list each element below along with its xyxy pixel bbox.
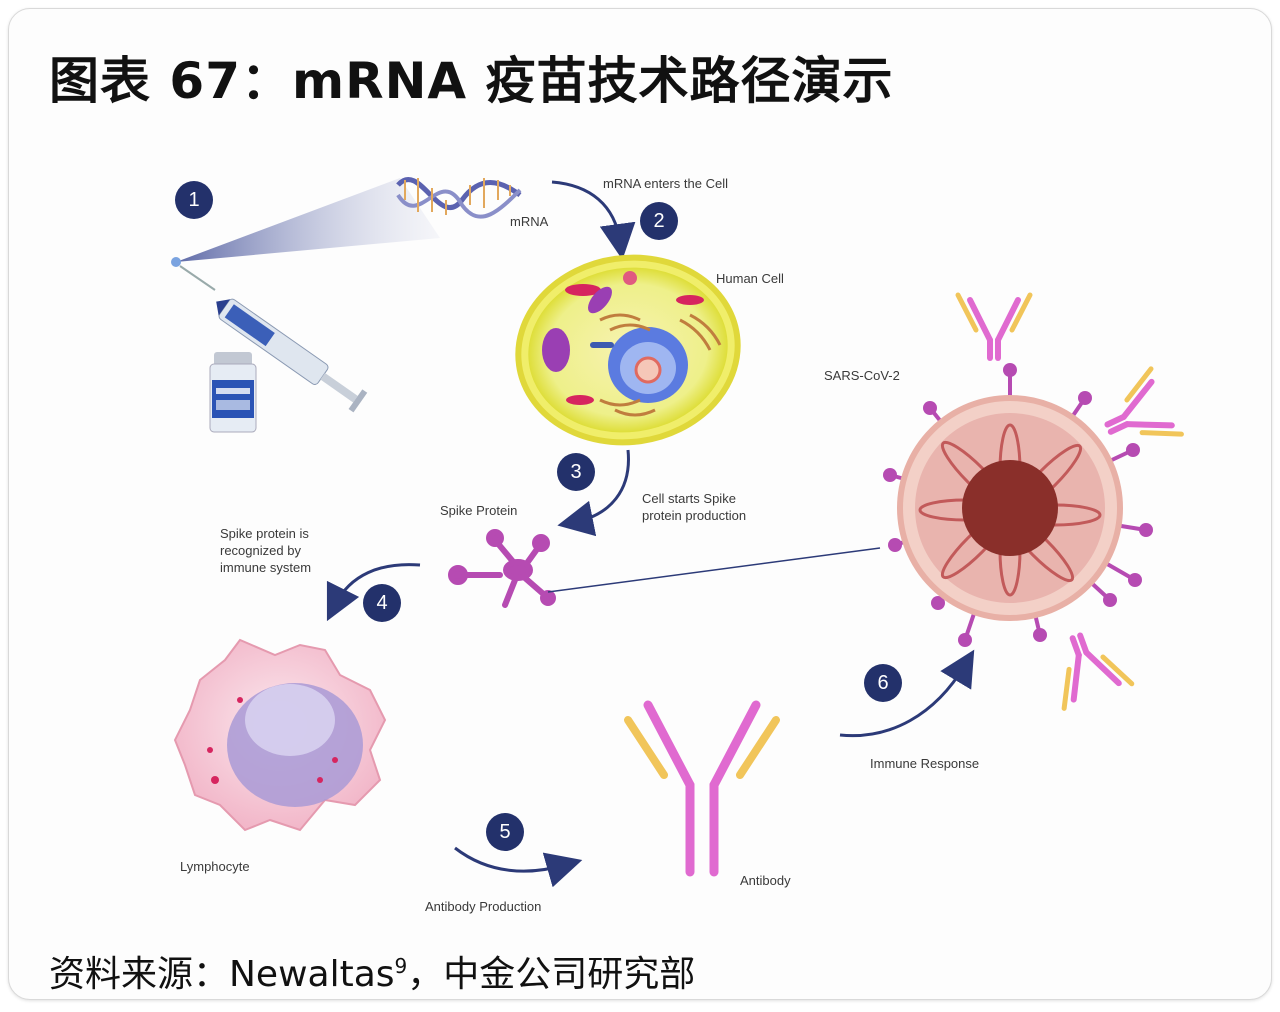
source-note: 资料来源：Newaltas9，中金公司研究部 [49,945,695,997]
step-3-badge: 3 [557,453,595,491]
label-spike-protein: Spike Protein [440,503,518,518]
label-antibody: Antibody [740,873,791,888]
arrow-antibody-to-virus [839,649,975,738]
label-cell-starts: Cell starts Spike protein production [642,490,746,524]
label-sars-cov-2: SARS-CoV-2 [824,368,900,383]
syringe-illustration [171,178,440,413]
step-2-badge: 2 [640,202,678,240]
antibody-illustration [624,700,780,877]
arrow-cell-to-spike [557,449,630,537]
lymphocyte-illustration [173,638,387,832]
spike-protein-illustration [448,529,556,608]
step-6-badge: 6 [864,664,902,702]
arrow-lymphocyte-to-antibody [454,846,583,888]
vaccine-vial [209,352,257,433]
label-lymphocyte: Lymphocyte [180,859,250,874]
source-footnote: 9 [394,954,408,978]
page-title: 图表 67：mRNA 疫苗技术路径演示 [49,52,894,110]
label-recognized: Spike protein is recognized by immune sy… [220,525,311,576]
label-recognized-line-2: recognized by [220,543,301,558]
human-cell [515,254,741,446]
label-human-cell: Human Cell [716,271,784,286]
virus-to-spike-line [547,547,881,593]
step-5-badge: 5 [486,813,524,851]
step-4-badge: 4 [363,584,401,622]
label-recognized-line-1: Spike protein is [220,526,309,541]
label-antibody-production: Antibody Production [425,899,542,914]
label-cell-starts-line-2: protein production [642,508,747,523]
arrow-mrna-to-cell [551,180,636,260]
source-prefix: 资料来源：Newaltas [49,954,395,995]
label-immune-response: Immune Response [870,756,980,771]
mrna-strand [396,177,522,219]
source-suffix: ，中金公司研究部 [407,954,696,995]
label-cell-starts-line-1: Cell starts Spike [642,491,736,506]
label-recognized-line-3: immune system [220,560,312,575]
virus-illustration [883,292,1184,711]
label-mrna-enters: mRNA enters the Cell [603,176,728,191]
arrow-spike-to-lymphocyte [326,563,421,622]
label-mrna: mRNA [510,214,549,229]
step-1-badge: 1 [175,181,213,219]
